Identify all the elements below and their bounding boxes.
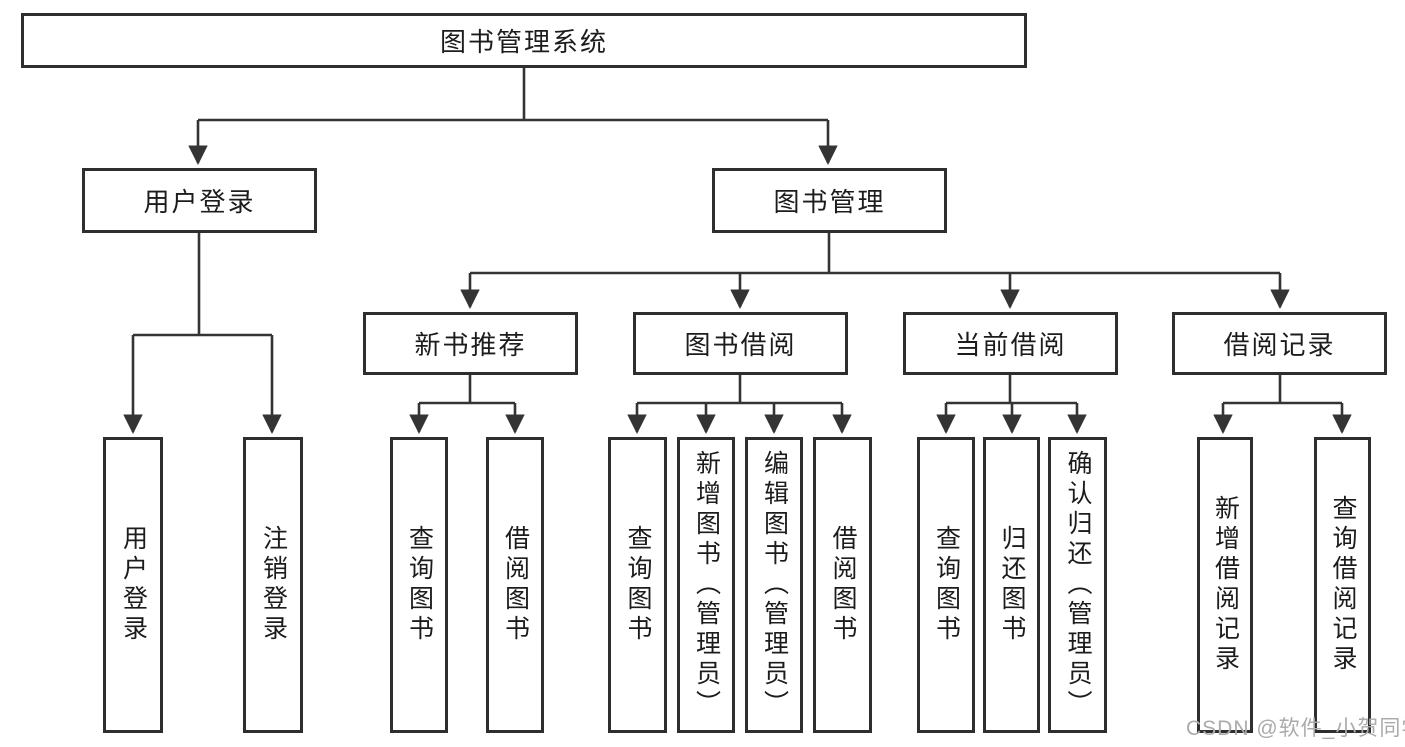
node-book-borrow: 图书借阅 <box>633 312 848 375</box>
csdn-watermark: CSDN @软件_小贺同学 <box>1186 717 1405 740</box>
node-query-books-borrow: 查询图书 <box>608 437 667 733</box>
node-return-books: 归还图书 <box>983 437 1040 733</box>
node-query-borrow-record: 查询借阅记录 <box>1314 437 1371 733</box>
node-library-management-system: 图书管理系统 <box>21 13 1027 68</box>
node-query-books-current: 查询图书 <box>917 437 975 733</box>
node-confirm-return-admin: 确认归还（管理员） <box>1048 437 1107 733</box>
node-user-login: 用户登录 <box>103 437 163 733</box>
node-add-borrow-record: 新增借阅记录 <box>1197 437 1253 733</box>
node-add-books-admin: 新增图书（管理员） <box>677 437 735 733</box>
node-book-management: 图书管理 <box>712 168 947 233</box>
node-query-books-recommend: 查询图书 <box>390 437 448 733</box>
node-borrow-books: 借阅图书 <box>813 437 872 733</box>
node-current-borrow: 当前借阅 <box>903 312 1118 375</box>
node-user-login-group: 用户登录 <box>82 168 317 233</box>
node-edit-books-admin: 编辑图书（管理员） <box>745 437 803 733</box>
node-new-book-recommend: 新书推荐 <box>363 312 578 375</box>
node-borrow-books-recommend: 借阅图书 <box>486 437 544 733</box>
node-borrow-records: 借阅记录 <box>1172 312 1387 375</box>
node-logout: 注销登录 <box>243 437 303 733</box>
